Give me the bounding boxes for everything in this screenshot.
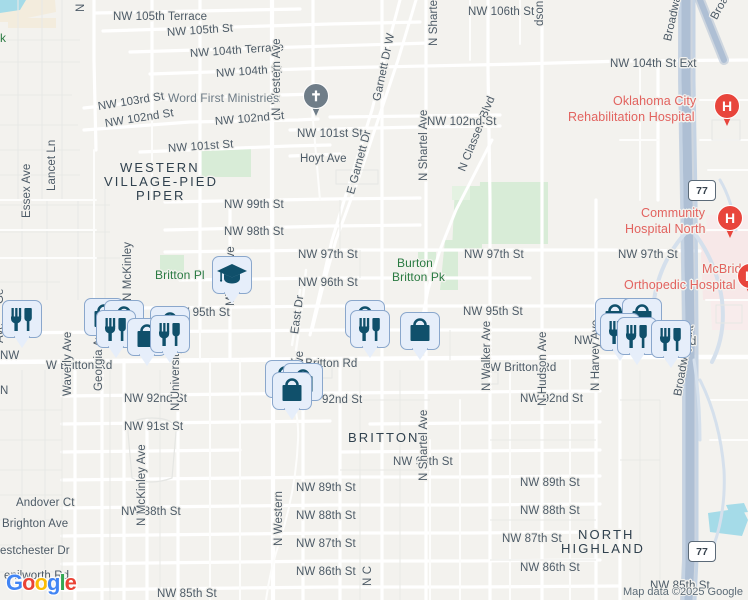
- place-marker-school-1[interactable]: [212, 256, 252, 304]
- marker-tail: [722, 115, 732, 126]
- community-hospital-north-marker[interactable]: H: [717, 205, 743, 239]
- restaurant-icon: [359, 318, 380, 341]
- word-first-ministries-marker[interactable]: ✝: [303, 83, 329, 117]
- google-logo-letter-5: l: [58, 569, 67, 597]
- highway-shield-77-2: 77: [688, 541, 716, 562]
- restaurant-icon: [626, 325, 647, 348]
- place-marker-shopping-9[interactable]: [272, 372, 312, 420]
- restaurant-icon: [105, 318, 126, 341]
- highway-shield-77-1: 77: [688, 180, 716, 201]
- place-marker-shopping-6[interactable]: [400, 312, 440, 360]
- marker-tail: [725, 227, 735, 238]
- restaurant-icon: [660, 328, 681, 351]
- map-attribution: Map data ©2025 Google: [622, 586, 743, 598]
- google-logo-letter-3: o: [33, 569, 49, 597]
- place-marker-restaurant-1[interactable]: [2, 300, 42, 348]
- shopping-icon: [282, 378, 302, 401]
- google-logo-letter-4: g: [46, 569, 62, 597]
- restaurant-icon: [159, 323, 180, 346]
- google-logo-letter-2: o: [21, 569, 37, 597]
- marker-tail: [311, 105, 321, 116]
- hospital-icon: H: [737, 263, 748, 289]
- hospital-icon: H: [717, 205, 743, 231]
- oklahoma-city-rehabilitation-hospital-marker[interactable]: H: [714, 93, 740, 127]
- place-marker-restaurant-3[interactable]: [150, 315, 190, 363]
- place-marker-restaurant-7[interactable]: [651, 320, 691, 368]
- shopping-icon: [410, 318, 430, 341]
- place-marker-restaurant-4[interactable]: [350, 310, 390, 358]
- google-logo-letter-1: G: [5, 569, 25, 597]
- google-logo-letter-6: e: [63, 569, 78, 597]
- mcbride-orthopedic-hospital-marker[interactable]: H: [737, 263, 748, 297]
- church-icon: ✝: [303, 83, 329, 109]
- marker-body: [2, 300, 42, 338]
- hospital-icon: H: [714, 93, 740, 119]
- school-icon: [217, 264, 247, 284]
- google-logo: Google: [5, 569, 79, 597]
- restaurant-icon: [11, 308, 32, 331]
